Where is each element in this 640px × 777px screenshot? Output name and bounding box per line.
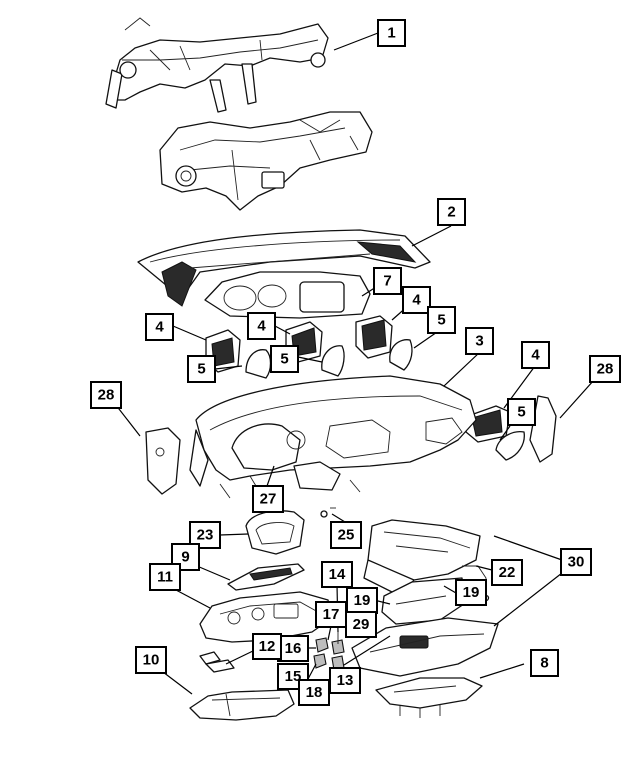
part-glove-box-bin (363, 519, 481, 597)
part-glove-box-door (351, 617, 499, 677)
callout-18-label: 18 (306, 684, 323, 701)
callout-11: 11 (149, 563, 181, 591)
callout-29-label: 29 (353, 616, 370, 633)
callout-4-right-label: 4 (412, 292, 421, 309)
part-knee-bolster-ring (245, 510, 305, 555)
callout-4-right: 4 (402, 286, 431, 314)
callout-9-label: 9 (181, 549, 189, 566)
callout-8-label: 8 (540, 655, 548, 672)
callout-5-center: 5 (270, 345, 299, 373)
callout-19-right-label: 19 (463, 584, 480, 601)
part-cross-car-beam (105, 17, 329, 113)
callout-7-label: 7 (383, 273, 391, 290)
callout-5-left-label: 5 (197, 361, 205, 378)
callout-5-left: 5 (187, 355, 216, 383)
callout-4-left: 4 (145, 313, 174, 341)
callout-25-label: 25 (338, 527, 355, 544)
callout-19-left-label: 19 (354, 592, 371, 609)
callout-5-far-right-label: 5 (517, 404, 525, 421)
callout-5-center-label: 5 (280, 351, 288, 368)
callout-18: 18 (298, 679, 330, 706)
callout-29: 29 (345, 611, 377, 638)
callout-30-label: 30 (568, 554, 585, 571)
part-glove-box-door-inner (381, 577, 465, 625)
part-lower-closeout (375, 677, 483, 718)
callout-10-label: 10 (143, 652, 160, 669)
callout-3-label: 3 (475, 333, 483, 350)
callout-15-label: 15 (285, 668, 302, 685)
part-lower-tray (189, 689, 295, 721)
callout-19-left: 19 (346, 587, 378, 614)
callout-12-label: 12 (259, 638, 276, 655)
callout-28-right: 28 (589, 355, 621, 383)
part-trim-strip (227, 563, 305, 591)
callout-28-left: 28 (90, 381, 122, 409)
callout-12: 12 (252, 633, 282, 660)
callout-14: 14 (321, 561, 353, 588)
callout-2-label: 2 (447, 204, 455, 221)
callout-13: 13 (329, 667, 361, 694)
callout-17-label: 17 (323, 606, 340, 623)
callout-25: 25 (330, 521, 362, 549)
callout-22-label: 22 (499, 564, 516, 581)
callout-16-label: 16 (285, 640, 302, 657)
callout-11-label: 11 (157, 569, 173, 586)
callout-19-right: 19 (455, 579, 487, 606)
part-vent-bezels (245, 339, 525, 461)
callout-22: 22 (491, 559, 523, 586)
callout-1: 1 (377, 19, 406, 47)
callout-30: 30 (560, 548, 592, 576)
callout-13-label: 13 (337, 672, 354, 689)
callout-14-label: 14 (329, 566, 346, 583)
part-instrument-panel (189, 375, 477, 499)
part-carrier-frame (159, 111, 373, 211)
callout-27-label: 27 (260, 491, 277, 508)
callout-28-right-label: 28 (597, 361, 614, 378)
callout-4-center-label: 4 (257, 318, 266, 335)
part-top-pad (137, 229, 431, 307)
callout-16: 16 (277, 635, 309, 662)
callout-3: 3 (465, 327, 494, 355)
callout-28-left-label: 28 (98, 387, 115, 404)
callout-17: 17 (315, 601, 347, 628)
callout-4-far-right: 4 (521, 341, 550, 369)
callout-5-right: 5 (427, 306, 456, 334)
callout-8: 8 (530, 649, 559, 677)
part-end-caps (145, 395, 557, 495)
callout-27: 27 (252, 485, 284, 513)
callout-2: 2 (437, 198, 466, 226)
callout-5-far-right: 5 (507, 398, 536, 426)
callout-4-far-right-label: 4 (531, 347, 540, 364)
callout-23-label: 23 (197, 527, 214, 544)
callout-4-center: 4 (247, 312, 276, 340)
callout-4-left-label: 4 (155, 319, 164, 336)
part-cluster-bezel (204, 271, 371, 319)
callout-10: 10 (135, 646, 167, 674)
callout-1-label: 1 (387, 25, 395, 42)
callout-7: 7 (373, 267, 402, 295)
callout-5-right-label: 5 (437, 312, 445, 329)
part-clip (320, 507, 336, 518)
